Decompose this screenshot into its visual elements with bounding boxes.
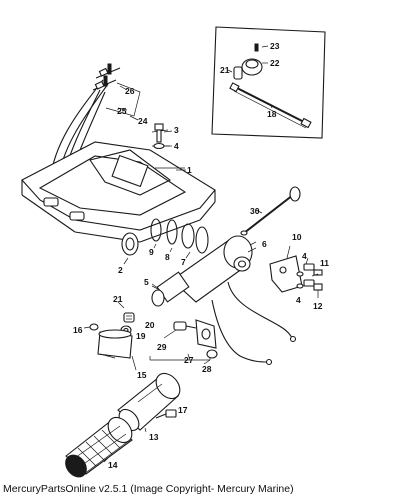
callout-11: 11 [320,258,329,268]
hand-grip-14 [65,416,133,478]
callout-16: 16 [73,325,83,335]
callout-21-main: 21 [113,294,123,304]
tiller-arm-5 [151,235,253,307]
callout-4-mid: 4 [302,251,307,261]
bushing-15 [97,329,133,359]
inset-detail [211,26,326,139]
rod-30 [240,186,301,236]
callout-29: 29 [157,342,167,352]
callout-24: 24 [138,116,148,126]
bracket-27-29-28 [149,319,218,361]
callout-10: 10 [292,232,302,242]
callout-23: 23 [270,41,280,51]
callout-1: 1 [187,165,192,175]
callout-5: 5 [144,277,149,287]
callout-25: 25 [117,106,127,116]
callout-8: 8 [165,252,170,262]
callout-2: 2 [118,265,123,275]
callout-18: 18 [267,109,277,119]
callout-13: 13 [149,432,159,442]
callout-30: 30 [250,206,260,216]
callout-28: 28 [202,364,212,374]
bolt-and-washer-3-4 [153,123,165,150]
callout-6: 6 [262,239,267,249]
small-parts-16-19-20-21 [83,301,135,335]
kill-switch-wire [211,241,297,366]
bracket-housing [21,129,216,243]
callout-labels: 1 2 3 4 4 4 5 6 7 8 9 10 11 12 13 14 15 … [73,41,329,470]
callout-17: 17 [178,405,188,415]
leader-lines [103,130,319,463]
callout-21-inset: 21 [220,65,230,75]
callout-19: 19 [136,331,146,341]
callout-12: 12 [313,301,323,311]
twist-grip-13 [117,372,181,432]
callout-20: 20 [145,320,155,330]
callout-14: 14 [108,460,118,470]
callout-9: 9 [149,247,154,257]
callout-22: 22 [270,58,280,68]
callout-27: 27 [184,355,194,365]
copyright-caption: MercuryPartsOnline v2.5.1 (Image Copyrig… [3,483,294,495]
callout-15: 15 [137,370,147,380]
callout-26: 26 [125,86,135,96]
callout-3: 3 [174,125,179,135]
callout-7: 7 [181,257,186,267]
rings-and-seal [121,218,209,256]
callout-4-top: 4 [174,141,179,151]
plate-10-bolts [269,245,323,293]
callout-4-low: 4 [296,295,301,305]
